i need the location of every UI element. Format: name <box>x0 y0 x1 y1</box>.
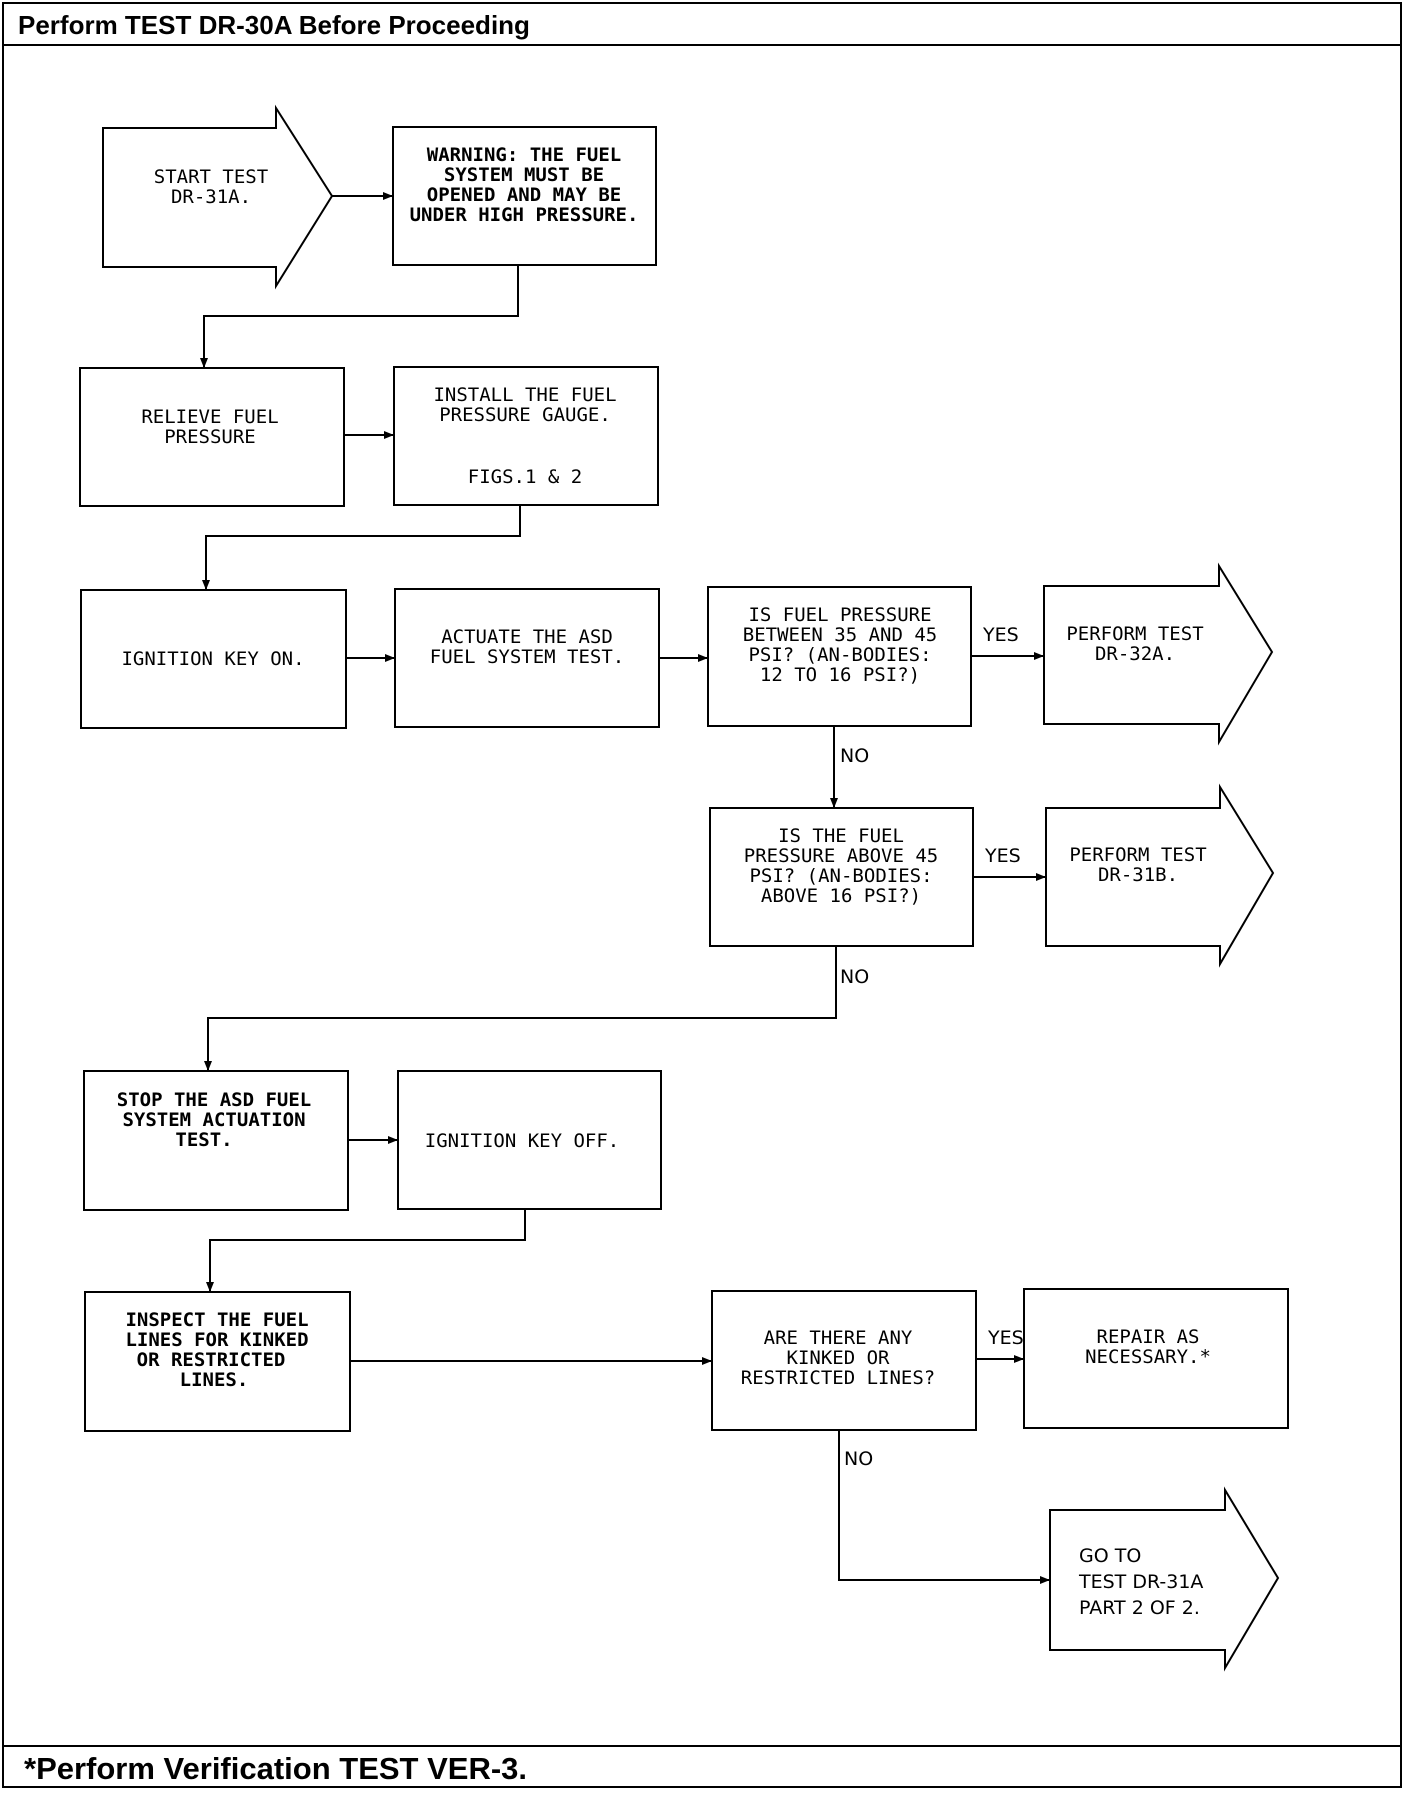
perform-dr32a-node: PERFORM TEST DR-32A. <box>1043 562 1274 746</box>
decision2-line-2: PRESSURE ABOVE 45 <box>744 845 938 867</box>
stop-line-3: TEST. <box>175 1129 232 1151</box>
relieve-box: RELIEVE FUEL PRESSURE <box>79 367 345 507</box>
ignition-off-box: IGNITION KEY OFF. <box>397 1070 662 1210</box>
goto-line-3: PART 2 OF 2. <box>1079 1597 1200 1619</box>
footer-bar: *Perform Verification TEST VER-3. <box>2 1745 1402 1790</box>
connectors <box>200 192 1050 1584</box>
actuate-box: ACTUATE THE ASD FUEL SYSTEM TEST. <box>394 588 660 728</box>
warning-line-2: SYSTEM MUST BE <box>444 164 604 186</box>
goto-line-2: TEST DR-31A <box>1078 1571 1203 1593</box>
perform32-line-1: PERFORM TEST <box>1066 623 1203 645</box>
decision-pressure-above: IS THE FUEL PRESSURE ABOVE 45 PSI? (AN-B… <box>709 807 974 947</box>
goto-line-1: GO TO <box>1079 1545 1141 1567</box>
no-label-1: NO <box>840 745 869 767</box>
arrow-ignitionoff-to-inspect <box>206 1209 526 1292</box>
decision1-line-1: IS FUEL PRESSURE <box>748 604 931 626</box>
start-node: START TEST DR-31A. <box>102 104 334 290</box>
page-title: Perform TEST DR-30A Before Proceeding <box>18 10 530 40</box>
yes-label-2: YES <box>984 845 1021 867</box>
inspect-line-2: LINES FOR KINKED <box>125 1329 308 1351</box>
header-bar: Perform TEST DR-30A Before Proceeding <box>2 2 1402 46</box>
repair-line-2: NECESSARY.* <box>1085 1346 1211 1368</box>
relieve-line-2: PRESSURE <box>164 426 256 448</box>
footer-note: *Perform Verification TEST VER-3. <box>24 1751 528 1786</box>
yes-label-1: YES <box>982 624 1019 646</box>
install-box: INSTALL THE FUEL PRESSURE GAUGE. FIGS.1 … <box>393 366 659 506</box>
decision3-line-3: RESTRICTED LINES? <box>741 1367 935 1389</box>
stop-box: STOP THE ASD FUEL SYSTEM ACTUATION TEST. <box>83 1070 349 1211</box>
decision3-line-1: ARE THERE ANY <box>764 1327 913 1349</box>
start-line-1: START TEST <box>154 166 268 188</box>
repair-box: REPAIR AS NECESSARY.* <box>1023 1288 1289 1429</box>
arrow-install-to-ignition <box>202 505 521 590</box>
inspect-line-3: OR RESTRICTED <box>137 1349 286 1371</box>
decision-pressure-range: IS FUEL PRESSURE BETWEEN 35 AND 45 PSI? … <box>707 586 972 727</box>
warning-box: WARNING: THE FUEL SYSTEM MUST BE OPENED … <box>392 126 657 266</box>
goto-dr31a-part2-node: GO TO TEST DR-31A PART 2 OF 2. <box>1049 1486 1280 1672</box>
inspect-line-1: INSPECT THE FUEL <box>125 1309 308 1331</box>
yes-label-3: YES <box>987 1327 1024 1349</box>
perform31b-line-2: DR-31B. <box>1098 864 1178 886</box>
relieve-line-1: RELIEVE FUEL <box>141 406 278 428</box>
no-label-3: NO <box>844 1448 873 1470</box>
install-ref: FIGS.1 & 2 <box>468 466 582 488</box>
no-label-2: NO <box>840 966 869 988</box>
inspect-line-4: LINES. <box>180 1369 249 1391</box>
perform32-line-2: DR-32A. <box>1095 643 1175 665</box>
decision2-line-4: ABOVE 16 PSI?) <box>761 885 921 907</box>
actuate-line-2: FUEL SYSTEM TEST. <box>430 646 624 668</box>
install-line-1: INSTALL THE FUEL <box>433 384 616 406</box>
stop-line-1: STOP THE ASD FUEL <box>117 1089 311 1111</box>
decision3-line-2: KINKED OR <box>787 1347 891 1369</box>
repair-line-1: REPAIR AS <box>1097 1326 1200 1348</box>
decision1-line-4: 12 TO 16 PSI?) <box>760 664 920 686</box>
perform-dr31b-node: PERFORM TEST DR-31B. <box>1045 783 1275 968</box>
decision-kinked-lines: ARE THERE ANY KINKED OR RESTRICTED LINES… <box>711 1290 977 1431</box>
perform31b-line-1: PERFORM TEST <box>1069 844 1206 866</box>
decision1-line-2: BETWEEN 35 AND 45 <box>743 624 937 646</box>
arrow-decision3-no <box>838 1430 1050 1584</box>
warning-line-4: UNDER HIGH PRESSURE. <box>410 204 639 226</box>
decision2-line-3: PSI? (AN-BODIES: <box>749 865 932 887</box>
decision1-line-3: PSI? (AN-BODIES: <box>748 644 931 666</box>
start-line-2: DR-31A. <box>171 186 251 208</box>
arrow-warning-to-relieve <box>200 265 519 368</box>
ignition-on-box: IGNITION KEY ON. <box>80 589 347 729</box>
arrow-decision2-no <box>204 946 837 1071</box>
actuate-line-1: ACTUATE THE ASD <box>441 626 613 648</box>
warning-line-3: OPENED AND MAY BE <box>427 184 621 206</box>
ignition-off-line-1: IGNITION KEY OFF. <box>425 1130 619 1152</box>
install-line-2: PRESSURE GAUGE. <box>439 404 611 426</box>
inspect-box: INSPECT THE FUEL LINES FOR KINKED OR RES… <box>84 1291 351 1432</box>
warning-line-1: WARNING: THE FUEL <box>427 144 621 166</box>
decision2-line-1: IS THE FUEL <box>778 825 904 847</box>
stop-line-2: SYSTEM ACTUATION <box>122 1109 305 1131</box>
ignition-on-line-1: IGNITION KEY ON. <box>121 648 304 670</box>
